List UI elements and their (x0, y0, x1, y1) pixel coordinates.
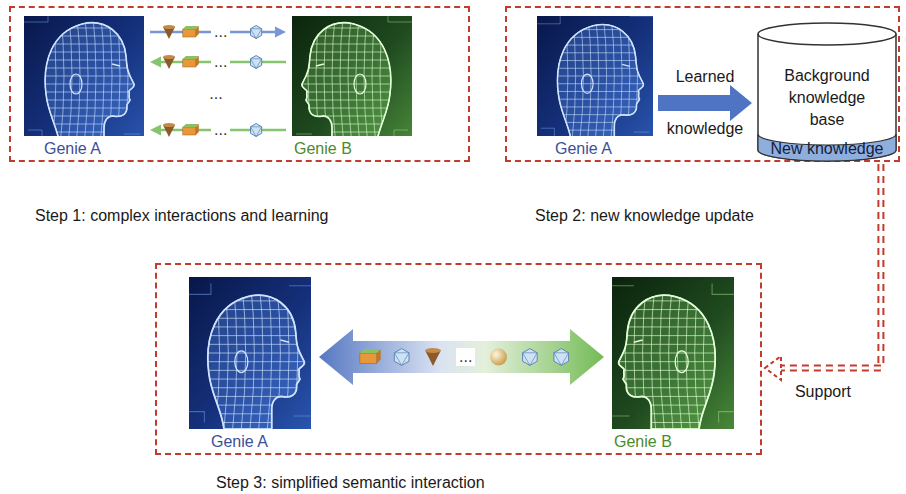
icosahedron-facets (251, 59, 262, 69)
edge-label: ... (211, 53, 230, 71)
edge-label: Learned knowledge (659, 51, 751, 155)
cylinder-body (758, 23, 896, 161)
icosahedron-symbol (251, 124, 262, 137)
genie-name: Genie A (555, 139, 612, 159)
support-arrow (765, 164, 881, 380)
genie-name: Genie A (44, 139, 101, 159)
message-arrow (319, 329, 604, 385)
icosahedron-facets (394, 353, 409, 366)
step-caption: Step 2: new knowledge update (535, 206, 754, 226)
genie-name: Genie B (294, 139, 352, 159)
edge-label: Support (795, 382, 851, 402)
semantic-arrow (319, 329, 604, 385)
arrow-head (275, 27, 286, 38)
genie-figure: Genie B (612, 277, 734, 429)
knowledge-arrow (658, 85, 752, 121)
genie-name: Genie B (614, 432, 672, 452)
ellipsis-label: ... (209, 84, 222, 104)
step-frame: Step 1: complex interactions and learnin… (9, 6, 470, 162)
knowledge-base-cylinder: Background knowledge baseNew knowledge (757, 22, 897, 162)
edge-label: ... (211, 121, 230, 139)
genie-figure: Genie A (537, 16, 653, 136)
arrow-head (150, 57, 161, 68)
icosahedron-symbol (523, 349, 538, 366)
support-line (781, 164, 881, 368)
sphere-symbol (490, 349, 507, 366)
genie-head-image (24, 16, 144, 136)
icosahedron-symbol (554, 349, 569, 366)
box-symbol (183, 59, 196, 67)
cone-symbol-top (163, 55, 175, 59)
genie-head-image (612, 277, 734, 429)
step-caption: Step 1: complex interactions and learnin… (35, 206, 329, 226)
knowledge-base-title: Background knowledge base (757, 65, 897, 131)
icosahedron-facets (251, 29, 262, 39)
icosahedron-facets (554, 353, 569, 366)
genie-name: Genie A (211, 432, 268, 452)
box-symbol (360, 353, 377, 363)
knowledge-band-label: New knowledge (757, 139, 897, 159)
genie-head-picture (292, 16, 412, 136)
cylinder-rim (758, 34, 896, 45)
genie-head-picture (24, 16, 144, 136)
box-symbol-side (196, 124, 199, 135)
genie-head-picture (612, 277, 734, 429)
icosahedron-symbol (394, 349, 409, 366)
genie-head-image (292, 16, 412, 136)
box-symbol (183, 29, 196, 37)
icosahedron-symbol (251, 56, 262, 69)
support-line-inner (781, 164, 881, 368)
genie-head-picture (189, 277, 311, 429)
genie-head-picture (537, 16, 653, 136)
icosahedron-symbol (251, 26, 262, 39)
step-caption: Step 3: simplified semantic interaction (216, 473, 485, 493)
genie-head-image (189, 277, 311, 429)
edge-label: ... (211, 23, 230, 41)
genie-figure: Genie A (189, 277, 311, 429)
support-head (765, 356, 781, 380)
cone-symbol-top (163, 25, 175, 29)
box-symbol-side (377, 349, 381, 363)
genie-head-image (537, 16, 653, 136)
genie-figure: Genie B (292, 16, 412, 136)
genie-figure: Genie A (24, 16, 144, 136)
box-symbol (183, 127, 196, 135)
cone-symbol-top (163, 123, 175, 127)
cylinder-band (758, 134, 896, 161)
edge-label: ... (456, 348, 475, 366)
arrow-head (150, 125, 161, 136)
icosahedron-facets (251, 127, 262, 137)
cone-symbol-top (425, 348, 441, 353)
box-symbol-side (196, 56, 199, 67)
icosahedron-facets (523, 353, 538, 366)
message-arrow (658, 85, 752, 121)
box-symbol-side (196, 26, 199, 37)
